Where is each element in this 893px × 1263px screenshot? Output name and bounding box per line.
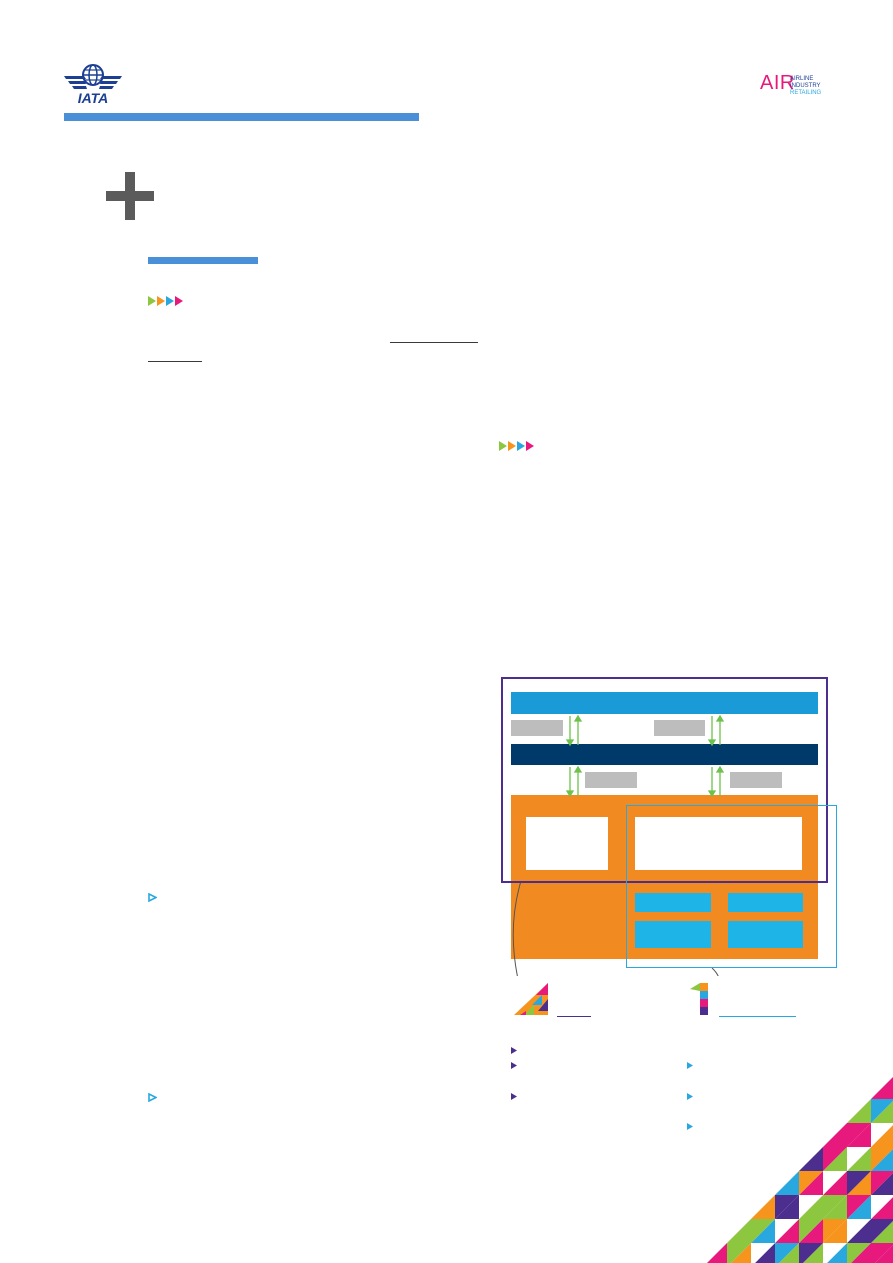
- diagram-gray-label: [654, 720, 705, 736]
- header-accent-bar: [64, 113, 419, 121]
- triangle-bullet-icon: [148, 889, 158, 903]
- triangle-bullet-icon: [511, 1087, 517, 1100]
- diagram-connector-arrows: [512, 714, 725, 976]
- link-underline[interactable]: [719, 1016, 796, 1017]
- triangle-bullet-icon: [511, 1041, 517, 1054]
- triangle-bullet-icon: [511, 1056, 517, 1069]
- diagram-gray-label: [585, 772, 637, 788]
- triangle-bullet-icon: [148, 1089, 158, 1103]
- link-underline[interactable]: [557, 1016, 591, 1017]
- diagram-cyan-box: [635, 921, 711, 948]
- air-logo-line1: AIRLINE: [790, 76, 814, 82]
- diagram-white-box: [526, 817, 608, 870]
- triangle-bullet-icon: [687, 1056, 693, 1069]
- diagram-middle-band: [511, 744, 818, 765]
- section-accent-bar: [148, 257, 258, 264]
- plus-icon: [106, 172, 154, 220]
- air-logo: AIR AIRLINE INDUSTRY RETAILING: [760, 72, 840, 98]
- diagram-top-band: [511, 692, 818, 714]
- iata-logo: IATA: [62, 62, 124, 106]
- iata-logo-text: IATA: [78, 90, 109, 106]
- diagram-blue-frame: [626, 805, 837, 968]
- decorative-triangle-mosaic: [707, 1077, 893, 1263]
- diagram-cyan-box: [635, 893, 711, 912]
- diagram-gray-label: [511, 720, 563, 736]
- triangle-mosaic-icon: [512, 981, 550, 1017]
- air-logo-word: AIR: [760, 72, 795, 94]
- diagram-purple-frame: [501, 677, 828, 883]
- triangle-bullet-icon: [687, 1087, 693, 1100]
- triangle-bullet-icon: [687, 1117, 693, 1130]
- diagram-gray-label: [730, 772, 782, 788]
- arrows-icon: [499, 439, 535, 451]
- air-logo-line3: RETAILING: [790, 90, 822, 96]
- diagram-cyan-box: [728, 893, 803, 912]
- link-underline[interactable]: [390, 342, 478, 343]
- number-one-mosaic-icon: [688, 981, 712, 1017]
- arrows-icon: [148, 294, 184, 306]
- air-logo-line2: INDUSTRY: [790, 83, 821, 89]
- diagram-white-box: [635, 817, 802, 870]
- link-underline[interactable]: [148, 361, 202, 362]
- diagram-cyan-box: [728, 921, 803, 948]
